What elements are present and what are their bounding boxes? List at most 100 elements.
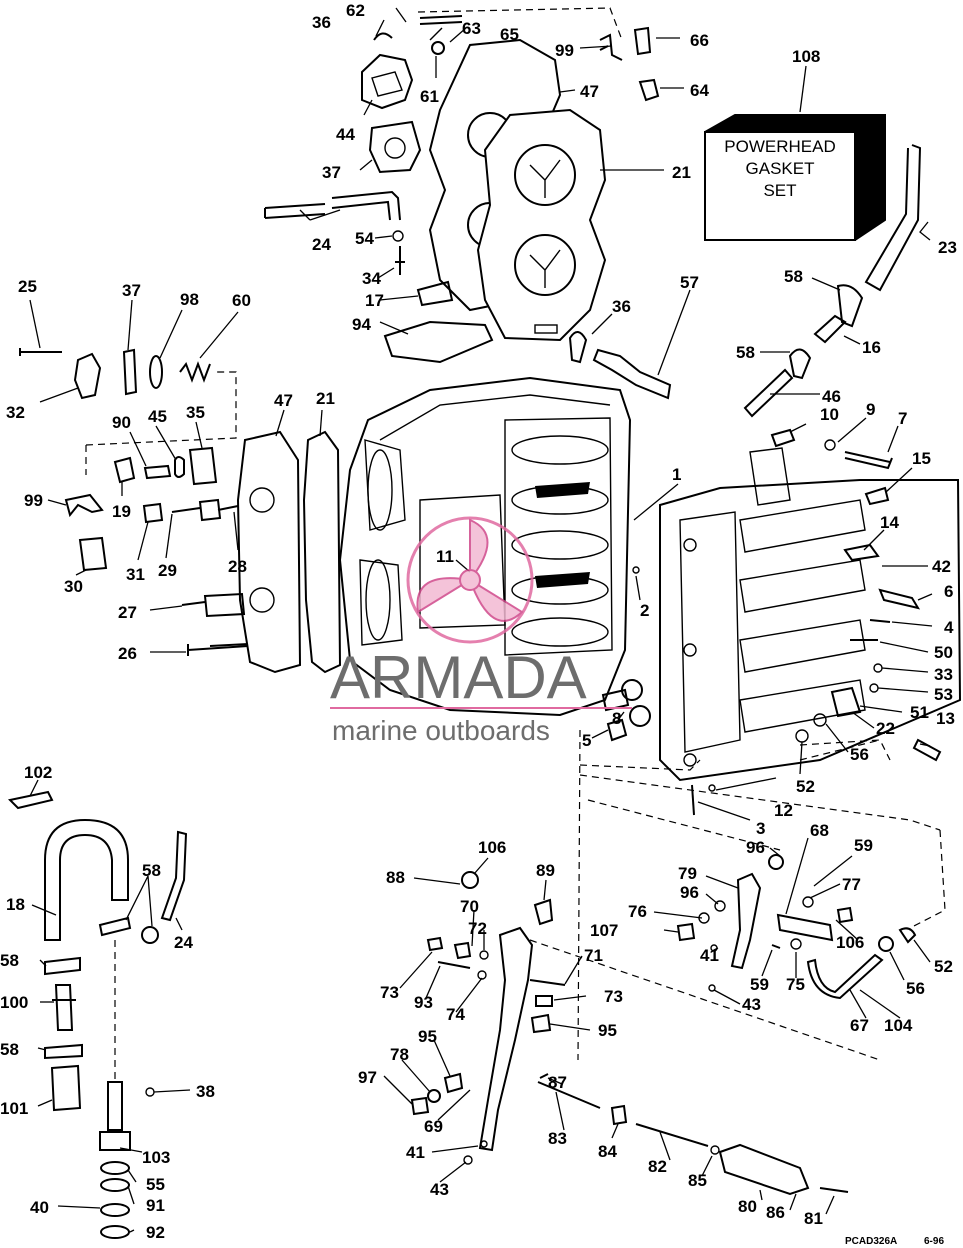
- part-label-82: 82: [648, 1157, 667, 1176]
- part-label-47: 47: [274, 391, 293, 410]
- part-label-71: 71: [584, 946, 603, 965]
- part-label-90: 90: [112, 413, 131, 432]
- part-label-9: 9: [866, 400, 875, 419]
- part-label-11: 11: [436, 547, 454, 566]
- armada-watermark: ARMADA marine outboards: [330, 516, 632, 746]
- part-label-12: 12: [774, 801, 793, 820]
- part-label-38: 38: [196, 1082, 215, 1101]
- part-label-37: 37: [122, 281, 141, 300]
- part-label-54: 54: [355, 229, 374, 248]
- part-label-50: 50: [934, 643, 953, 662]
- gasket-box-line-3: SET: [763, 181, 796, 200]
- part-label-26: 26: [118, 644, 137, 663]
- part-label-98: 98: [180, 290, 199, 309]
- part-label-47: 47: [580, 82, 599, 101]
- part-label-63: 63: [462, 19, 481, 38]
- part-label-85: 85: [688, 1171, 707, 1190]
- part-label-81: 81: [804, 1209, 823, 1228]
- part-label-41: 41: [406, 1143, 425, 1162]
- part-label-7: 7: [898, 409, 907, 428]
- part-label-31: 31: [126, 565, 145, 584]
- part-label-51: 51: [910, 703, 929, 722]
- part-label-15: 15: [912, 449, 931, 468]
- part-label-22: 22: [876, 719, 895, 738]
- part-label-58: 58: [0, 1040, 19, 1059]
- propeller-logo: [406, 516, 534, 644]
- part-label-107: 107: [590, 921, 618, 940]
- part-label-58: 58: [0, 951, 19, 970]
- part-label-99: 99: [555, 41, 574, 60]
- part-label-40: 40: [30, 1198, 49, 1217]
- part-label-88: 88: [386, 868, 405, 887]
- part-label-106: 106: [478, 838, 506, 857]
- part-label-93: 93: [414, 993, 433, 1012]
- part-label-96: 96: [680, 883, 699, 902]
- part-label-59: 59: [750, 975, 769, 994]
- powerhead-gasket-set-box: POWERHEAD GASKET SET: [704, 114, 886, 241]
- part-label-13: 13: [936, 709, 955, 728]
- part-label-97: 97: [358, 1068, 377, 1087]
- part-label-77: 77: [842, 875, 861, 894]
- part-label-57: 57: [680, 273, 699, 292]
- part-label-102: 102: [24, 763, 52, 782]
- part-label-72: 72: [468, 919, 487, 938]
- part-label-42: 42: [932, 557, 951, 576]
- part-label-58: 58: [784, 267, 803, 286]
- part-label-44: 44: [336, 125, 355, 144]
- part-label-36: 36: [312, 13, 331, 32]
- part-label-52: 52: [934, 957, 953, 976]
- part-label-21: 21: [672, 163, 691, 182]
- part-label-95: 95: [598, 1021, 617, 1040]
- leader-lines: [29, 7, 933, 1233]
- part-label-66: 66: [690, 31, 709, 50]
- part-outlines: POWERHEAD GASKET SET: [7, 15, 962, 1239]
- part-label-95: 95: [418, 1027, 437, 1046]
- intake-manifold: [659, 447, 962, 782]
- part-label-101: 101: [0, 1099, 28, 1118]
- part-label-6: 6: [944, 582, 953, 601]
- part-label-68: 68: [810, 821, 829, 840]
- thermostat-housing: [361, 15, 463, 174]
- part-label-43: 43: [430, 1180, 449, 1199]
- part-label-41: 41: [700, 946, 719, 965]
- assembly-dashed-lines: [85, 7, 946, 1082]
- part-label-5: 5: [582, 731, 591, 750]
- cylinder-head-gasket: [302, 430, 342, 674]
- exhaust-cover-plates: [428, 38, 607, 342]
- part-label-56: 56: [850, 745, 869, 764]
- part-label-64: 64: [690, 81, 709, 100]
- part-label-91: 91: [146, 1196, 165, 1215]
- part-label-87: 87: [548, 1073, 567, 1092]
- part-label-52: 52: [796, 777, 815, 796]
- part-label-24: 24: [312, 235, 331, 254]
- part-label-79: 79: [678, 864, 697, 883]
- part-label-61: 61: [420, 87, 439, 106]
- part-label-36: 36: [612, 297, 631, 316]
- part-label-28: 28: [228, 557, 247, 576]
- part-label-3: 3: [756, 819, 765, 838]
- part-label-80: 80: [738, 1197, 757, 1216]
- part-label-78: 78: [390, 1045, 409, 1064]
- part-label-56: 56: [906, 979, 925, 998]
- part-label-14: 14: [880, 513, 899, 532]
- part-label-30: 30: [64, 577, 83, 596]
- part-label-70: 70: [460, 897, 479, 916]
- gasket-box-line-2: GASKET: [746, 159, 815, 178]
- part-label-76: 76: [628, 902, 647, 921]
- part-label-103: 103: [142, 1148, 170, 1167]
- part-label-4: 4: [944, 618, 954, 637]
- part-label-16: 16: [862, 338, 881, 357]
- part-label-58: 58: [736, 343, 755, 362]
- part-label-94: 94: [352, 315, 371, 334]
- part-label-45: 45: [148, 407, 167, 426]
- part-label-60: 60: [232, 291, 251, 310]
- part-label-10: 10: [820, 405, 839, 424]
- part-label-73: 73: [380, 983, 399, 1002]
- part-label-25: 25: [18, 277, 37, 296]
- part-label-65: 65: [500, 25, 519, 44]
- part-label-53: 53: [934, 685, 953, 704]
- watermark-tagline: marine outboards: [332, 715, 550, 746]
- part-label-19: 19: [112, 502, 131, 521]
